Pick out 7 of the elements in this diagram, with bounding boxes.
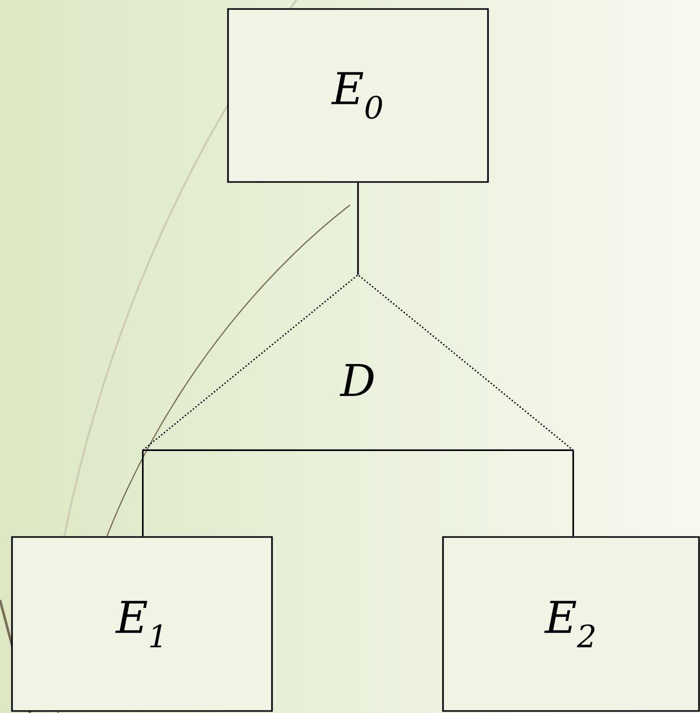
- entity-box: E$_{1}$: [11, 536, 273, 712]
- entity-box: E$_{0}$: [227, 8, 489, 183]
- connector-line: [357, 182, 359, 275]
- connector-line: [142, 450, 144, 536]
- triangle: D: [142, 274, 574, 451]
- connector-line: [572, 450, 574, 536]
- entity-box: E$_{2}$: [442, 536, 700, 712]
